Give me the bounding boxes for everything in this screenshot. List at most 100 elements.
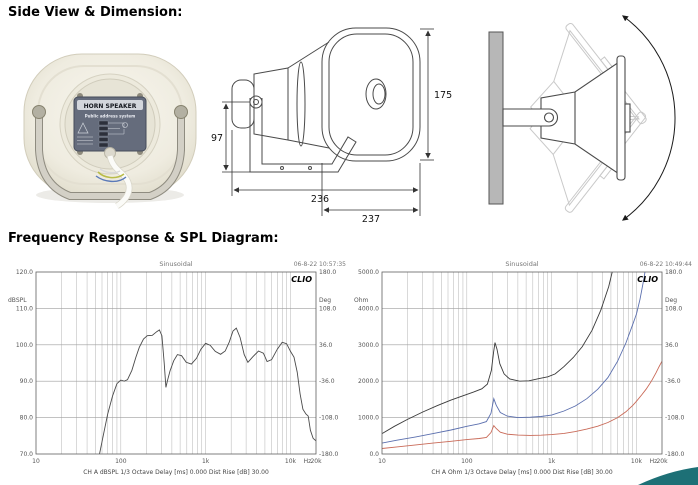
y-tick-right: -180.0	[665, 451, 685, 458]
speaker-cable	[107, 155, 132, 209]
chart-timestamp: 06-8-22 10:49:44	[640, 261, 692, 268]
clio-logo: CLIO	[291, 275, 312, 284]
bracket-knob	[249, 95, 263, 109]
x-tick: 10	[32, 458, 40, 465]
pivot-bolt	[543, 112, 555, 123]
y-tick-left: 80.0	[20, 415, 34, 422]
x-axis-unit: Hz	[304, 458, 312, 465]
y-tick-left: 4000.0	[358, 305, 379, 312]
plot-border	[381, 271, 663, 455]
y-tick-left: 100.0	[16, 342, 33, 349]
mount-bracket	[36, 111, 184, 199]
y-tick-left: 70.0	[20, 451, 34, 458]
bracket-outline	[249, 98, 357, 173]
driver-body	[253, 67, 289, 141]
x-tick: 20k	[310, 458, 322, 465]
chart-title: Sinusoidal	[505, 260, 538, 268]
chart-title: Sinusoidal	[159, 260, 192, 268]
swing-range-arrow	[622, 15, 676, 221]
y-tick-left: 120.0	[16, 269, 33, 276]
series-impedance-black	[382, 272, 613, 434]
label-table-cell	[98, 137, 109, 142]
x-tick: 10k	[285, 458, 297, 465]
label-table-cell	[98, 142, 109, 148]
warning-triangle-icon	[77, 122, 89, 134]
speaker-rear-photo: HORN SPEAKER Public address system	[23, 53, 197, 209]
y-tick-right: 180.0	[319, 269, 336, 276]
y-tick-right: 108.0	[665, 305, 682, 312]
label-title: HORN SPEAKER	[84, 103, 137, 110]
y-tick-right: 36.0	[665, 342, 679, 349]
swivel-mount-drawing	[488, 15, 676, 221]
clio-logo: CLIO	[637, 275, 658, 284]
y-tick-right: -108.0	[665, 415, 685, 422]
cone-band	[296, 61, 306, 147]
bracket-knob-right	[174, 105, 188, 119]
chart-caption: CH A dBSPL 1/3 Octave Delay [ms] 0.000 D…	[83, 469, 269, 476]
label-table-cell	[98, 126, 109, 131]
y-tick-right: -36.0	[665, 378, 681, 385]
label-subtitle: Public address system	[85, 114, 136, 119]
wiring-node-icon	[122, 122, 128, 128]
bracket-hole	[308, 166, 312, 170]
page-corner-decoration	[638, 467, 698, 485]
x-tick: 1k	[202, 458, 210, 465]
bracket-knob-center	[253, 99, 259, 105]
y-axis-unit-left: Ohm	[354, 297, 369, 304]
label-table-cell	[98, 120, 109, 126]
wire-white	[99, 168, 121, 174]
bracket-hole	[280, 166, 284, 170]
corner-swoosh	[638, 467, 698, 485]
bracket-knob-left	[32, 105, 46, 119]
y-tick-left: 5000.0	[358, 269, 379, 276]
y-tick-left: 0.0	[369, 451, 379, 458]
throat-outer	[365, 78, 387, 110]
dim-175: 175	[434, 90, 452, 101]
x-tick: 10k	[631, 458, 643, 465]
dimension-annotations: 97 175 236 237	[211, 28, 452, 225]
y-tick-left: 2000.0	[358, 378, 379, 385]
x-tick: 100	[461, 458, 473, 465]
x-tick: 20k	[656, 458, 668, 465]
y-tick-left: 110.0	[16, 305, 33, 312]
y-tick-right: -36.0	[319, 378, 335, 385]
bell-outer	[321, 27, 421, 162]
chart-caption: CH A Ohm 1/3 Octave Delay [ms] 0.000 Dis…	[431, 469, 613, 476]
spec-label-header	[77, 100, 143, 110]
y-tick-left: 90.0	[20, 378, 34, 385]
y-axis-unit-right: Deg	[665, 297, 677, 304]
y-tick-left: 3000.0	[358, 342, 379, 349]
dimension-drawing: 97 175 236 237	[211, 27, 452, 225]
y-tick-right: -108.0	[319, 415, 339, 422]
wiring-diagram-lines	[108, 122, 125, 135]
y-tick-right: 108.0	[319, 305, 336, 312]
x-tick: 10	[378, 458, 386, 465]
dim-237: 237	[362, 214, 380, 225]
series-impedance-red	[382, 360, 662, 449]
y-tick-right: -180.0	[319, 451, 339, 458]
wall	[488, 31, 504, 205]
y-axis-unit-left: dBSPL	[8, 297, 27, 304]
chart-timestamp: 06-8-22 10:57:35	[294, 261, 346, 268]
y-tick-left: 1000.0	[358, 415, 379, 422]
cone-bottom-line	[287, 139, 330, 149]
y-tick-right: 36.0	[319, 342, 333, 349]
section-title-side-view: Side View & Dimension:	[8, 5, 183, 20]
y-axis-unit-right: Deg	[319, 297, 331, 304]
plot-border	[35, 271, 317, 455]
throat-inner	[372, 83, 386, 105]
series-spl-response	[99, 327, 316, 454]
label-table-cell	[98, 131, 109, 137]
x-axis-unit: Hz	[650, 458, 658, 465]
bell-inner	[328, 33, 414, 156]
dim-236: 236	[311, 194, 329, 205]
horn-side-view	[231, 27, 421, 173]
mount-arm	[502, 108, 558, 127]
y-tick-right: 180.0	[665, 269, 682, 276]
x-tick: 100	[115, 458, 127, 465]
section-title-frequency: Frequency Response & SPL Diagram:	[8, 231, 279, 246]
dim-97: 97	[211, 133, 223, 144]
